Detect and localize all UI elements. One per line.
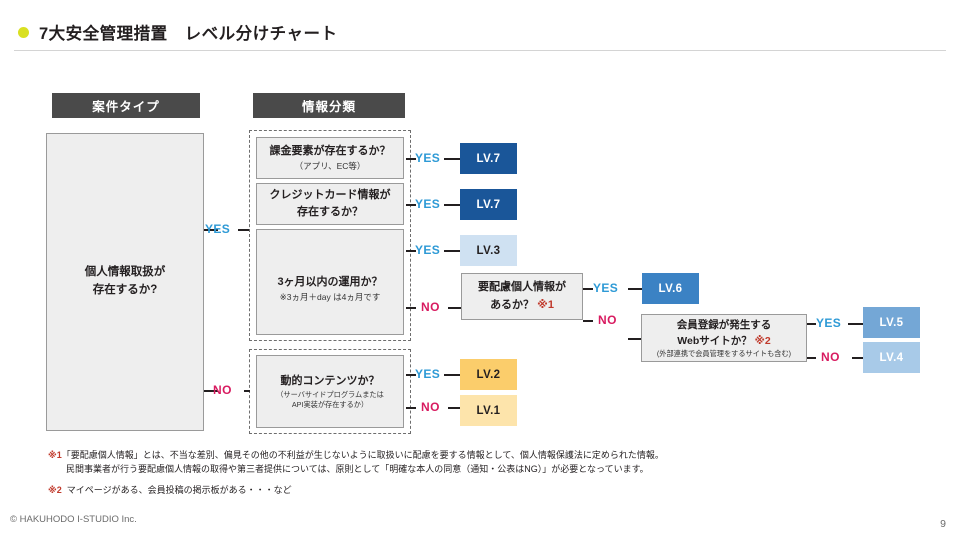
level-badge-lv2: LV.2	[460, 359, 517, 390]
level-badge-lv7-creditcard: LV.7	[460, 189, 517, 220]
title-divider	[14, 50, 946, 51]
label-q5-no: NO	[598, 313, 617, 327]
decision-box-3month-sub: ※3ヵ月＋day は4ヵ月です	[279, 292, 381, 303]
decision-box-3month-main: 3ヶ月以内の運用か？	[277, 276, 383, 289]
decision-box-3month-body: 3ヶ月以内の運用か？ ※3ヵ月＋day は4ヵ月です	[277, 260, 382, 303]
connector-q6-no-b	[852, 357, 863, 359]
connector-q3-yes-b	[444, 250, 460, 252]
connector-q5-yes-a	[583, 288, 593, 290]
decision-box-dynamic-content: 動的コンテンツか？ （サーバサイドプログラムまたは API実装が存在するか）	[256, 355, 404, 428]
page-number: 9	[940, 518, 946, 530]
level-badge-lv6: LV.6	[642, 273, 699, 304]
level-badge-lv1: LV.1	[460, 395, 517, 426]
connector-root-no-right	[244, 390, 250, 392]
decision-box-membership-line2: Webサイトか？ ※2	[677, 333, 770, 349]
dashed-group-personal-info	[249, 130, 411, 341]
page-title: 7大安全管理措置 レベル分けチャート	[18, 20, 338, 44]
decision-box-membership-line1: 会員登録が発生する	[676, 318, 772, 331]
label-q5-yes: YES	[593, 281, 619, 295]
level-badge-lv5: LV.5	[863, 307, 920, 338]
connector-q1-b	[444, 158, 460, 160]
connector-q4-yes-a	[406, 374, 416, 376]
connector-q5-no-b	[628, 338, 641, 340]
decision-box-creditcard-line1: クレジットカード情報が	[269, 188, 391, 201]
footnote-2: ※2 マイページがある、会員投稿の掲示板がある・・・など	[48, 484, 292, 498]
connector-root-yes-right	[238, 229, 249, 231]
footnote-1-continued: 民間事業者が行う要配慮個人情報の取得や第三者提供については、原則として「明確な本…	[66, 464, 649, 474]
footnote-2-mark: ※2	[48, 485, 62, 495]
decision-box-billing: 課金要素が存在するか？ （アプリ、EC等）	[256, 137, 404, 179]
decision-box-dynamic-content-sub1: （サーバサイドプログラムまたは	[276, 389, 384, 399]
bullet-icon	[18, 26, 29, 38]
connector-q6-yes-a	[807, 323, 816, 325]
column-header-case-type: 案件タイプ	[52, 93, 200, 118]
decision-box-membership-sub: (外部連携で会員管理をするサイトも含む)	[656, 349, 792, 359]
label-q2-yes: YES	[415, 197, 441, 211]
decision-box-creditcard-line2: 存在するか？	[297, 206, 363, 218]
connector-q2-b	[444, 204, 460, 206]
column-header-info-class: 情報分類	[253, 93, 405, 118]
label-q3-yes: YES	[415, 243, 441, 257]
connector-q3-yes-a	[406, 250, 416, 252]
copyright-text: © HAKUHODO I-STUDIO Inc.	[10, 514, 137, 525]
connector-q3-no-b	[448, 307, 461, 309]
label-q4-no: NO	[421, 400, 440, 414]
page-title-text: 7大安全管理措置 レベル分けチャート	[39, 25, 338, 43]
decision-box-sensitive-info-line2-text: あるか？	[490, 298, 535, 311]
footnote-ref-2: ※2	[754, 334, 771, 347]
label-q6-no: NO	[821, 350, 840, 364]
label-q4-yes: YES	[415, 367, 441, 381]
decision-box-root-line2: 存在するか?	[92, 284, 158, 296]
connector-q5-yes-b	[628, 288, 642, 290]
footnote-ref-1: ※1	[537, 298, 554, 311]
label-q3-no: NO	[421, 300, 440, 314]
footnote-1-line1: 「要配慮個人情報」とは、不当な差別、偏見その他の不利益が生じないように取扱いに配…	[61, 450, 664, 460]
decision-box-dynamic-content-sub2: API実装が存在するか）	[291, 400, 369, 410]
level-badge-lv7-billing: LV.7	[460, 143, 517, 174]
footnote-2-line1: マイページがある、会員投稿の掲示板がある・・・など	[66, 485, 292, 495]
decision-box-membership: 会員登録が発生する Webサイトか？ ※2 (外部連携で会員管理をするサイトも含…	[641, 314, 807, 362]
connector-root-yes-left	[204, 229, 218, 231]
connector-q2-a	[406, 204, 416, 206]
footnote-1: ※1「要配慮個人情報」とは、不当な差別、偏見その他の不利益が生じないように取扱い…	[48, 449, 664, 463]
label-root-no: NO	[213, 383, 232, 397]
connector-q4-yes-b	[444, 374, 460, 376]
connector-q4-no-a	[406, 407, 416, 409]
connector-q4-no-b	[448, 407, 460, 409]
decision-box-root-line1: 個人情報取扱が	[84, 266, 166, 279]
decision-box-billing-main: 課金要素が存在するか？	[269, 145, 391, 158]
label-q6-yes: YES	[816, 316, 842, 330]
footnote-1-mark: ※1	[48, 450, 62, 460]
decision-box-membership-line2-text: Webサイトか？	[677, 334, 752, 347]
level-badge-lv4: LV.4	[863, 342, 920, 373]
decision-box-creditcard: クレジットカード情報が 存在するか？	[256, 183, 404, 225]
connector-root-no-left	[204, 390, 218, 392]
connector-q1-a	[406, 158, 416, 160]
connector-q6-no-a	[807, 357, 816, 359]
connector-q5-no-a	[583, 320, 593, 322]
decision-box-billing-sub: （アプリ、EC等）	[294, 161, 366, 172]
connector-q3-no-a	[406, 307, 416, 309]
decision-box-dynamic-content-main: 動的コンテンツか？	[280, 374, 380, 387]
decision-box-root: 個人情報取扱が 存在するか?	[46, 133, 204, 431]
connector-q6-yes-b	[848, 323, 863, 325]
decision-box-3month: 3ヶ月以内の運用か？ ※3ヵ月＋day は4ヵ月です	[256, 229, 404, 335]
decision-box-sensitive-info-line1: 要配慮個人情報が	[478, 281, 566, 294]
decision-box-sensitive-info: 要配慮個人情報が あるか？ ※1	[461, 273, 583, 320]
level-badge-lv3: LV.3	[460, 235, 517, 266]
label-q1-yes: YES	[415, 151, 441, 165]
label-root-yes: YES	[205, 222, 231, 236]
decision-box-sensitive-info-line2: あるか？ ※1	[490, 297, 554, 314]
